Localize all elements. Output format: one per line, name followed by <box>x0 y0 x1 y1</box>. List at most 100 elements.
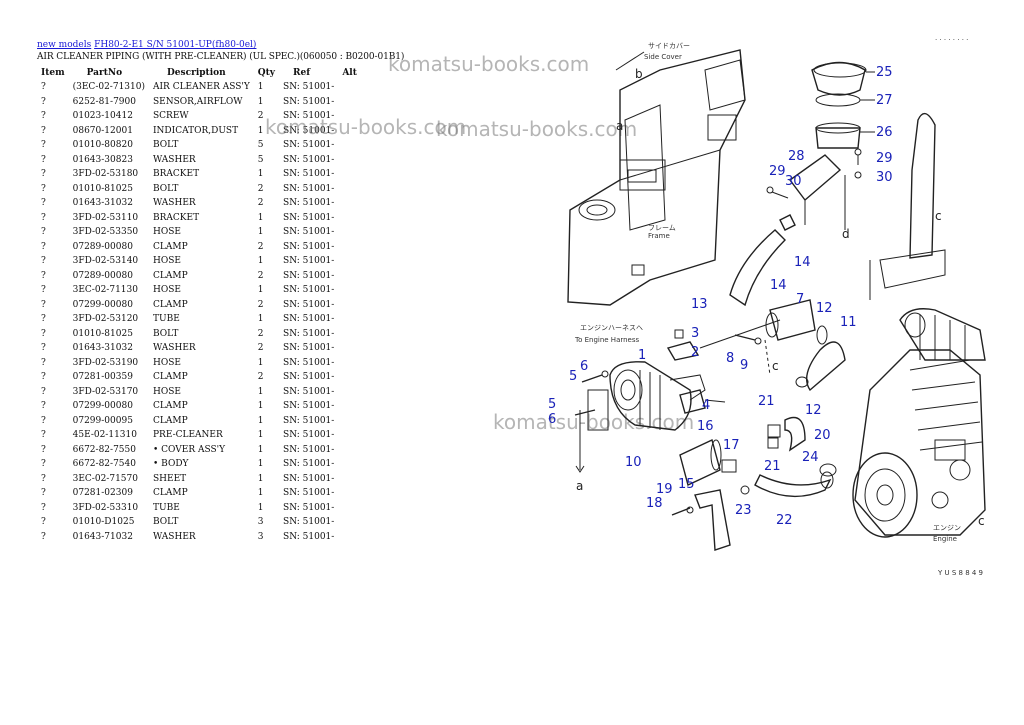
cell-description: WASHER <box>153 154 196 165</box>
cell-partno: 3FD-02-53110 <box>72 212 139 223</box>
callout-5a: 5 <box>569 369 577 384</box>
col-partno: PartNo <box>86 68 123 78</box>
cell-qty: 2 <box>257 198 264 209</box>
harness-label: To Engine Harness <box>574 336 640 344</box>
cell-alt <box>338 95 361 110</box>
breadcrumb: new models FH80-2-E1 S/N 51001-UP(fh80-0… <box>37 40 256 50</box>
cell-item: ? <box>41 270 46 281</box>
cell-qty: 2 <box>257 270 264 281</box>
ref-letter-a: a <box>616 119 623 133</box>
watermark: komatsu-books.com <box>436 117 638 141</box>
callout-29a: 29 <box>769 164 786 179</box>
frame-jp-label: フレーム <box>648 224 676 232</box>
cell-qty: 1 <box>257 82 264 93</box>
callout-6b: 6 <box>548 412 556 427</box>
cell-partno: 01010-D1025 <box>72 517 135 528</box>
cell-ref: SN: 51001- <box>283 125 335 136</box>
cell-qty: 1 <box>257 314 264 325</box>
cell-partno: 3FD-02-53190 <box>72 357 139 368</box>
cell-alt <box>338 283 361 298</box>
cell-alt <box>338 515 361 530</box>
cell-ref: SN: 51001- <box>283 241 335 252</box>
cell-partno: 07281-02309 <box>72 488 133 499</box>
cell-ref: SN: 51001- <box>283 473 335 484</box>
cell-qty: 5 <box>257 140 264 151</box>
cell-item: ? <box>41 314 46 325</box>
cell-description: CLAMP <box>153 241 188 252</box>
callout-14b: 14 <box>770 278 787 293</box>
cell-alt <box>338 298 361 313</box>
ref-letter-c3: c <box>978 514 985 528</box>
callout-2: 2 <box>691 345 699 360</box>
cell-alt <box>338 153 361 168</box>
callout-14a: 14 <box>794 255 811 270</box>
cell-ref: SN: 51001- <box>283 111 335 122</box>
cell-description: AIR CLEANER ASS'Y <box>153 82 250 93</box>
cell-alt <box>338 370 361 385</box>
cell-partno: 07299-00080 <box>72 299 133 310</box>
cell-qty: 1 <box>257 488 264 499</box>
cell-item: ? <box>41 183 46 194</box>
page-subtitle: AIR CLEANER PIPING (WITH PRE-CLEANER) (U… <box>37 52 405 62</box>
callout-29b: 29 <box>876 151 893 166</box>
breadcrumb-link-model[interactable]: FH80-2-E1 S/N 51001-UP(fh80-0el) <box>94 40 257 50</box>
cell-partno: 3FD-02-53310 <box>72 502 139 513</box>
cell-ref: SN: 51001- <box>283 444 335 455</box>
cell-description: TUBE <box>153 502 180 513</box>
cell-ref: SN: 51001- <box>283 386 335 397</box>
engine-jp-label: エンジン <box>933 524 961 532</box>
cell-alt <box>338 225 361 240</box>
ref-letter-b: b <box>635 67 643 81</box>
cell-item: ? <box>41 531 46 542</box>
callout-25: 25 <box>876 65 893 80</box>
side-cover-jp-label: サイドカバー <box>648 42 690 50</box>
cell-partno: 6672-82-7550 <box>72 444 136 455</box>
cell-ref: SN: 51001- <box>283 415 335 426</box>
pre-cleaner-stack <box>811 61 867 149</box>
cell-item: ? <box>41 241 46 252</box>
col-item: Item <box>41 68 65 78</box>
cell-item: ? <box>41 357 46 368</box>
cell-description: BRACKET <box>153 212 200 223</box>
harness-jp-label: エンジンハーネスへ <box>580 324 643 332</box>
cell-item: ? <box>41 328 46 339</box>
callout-12a: 12 <box>816 301 833 316</box>
cell-description: INDICATOR,DUST <box>153 125 239 136</box>
cell-description: WASHER <box>153 531 196 542</box>
cell-ref: SN: 51001- <box>283 256 335 267</box>
cell-alt <box>338 211 361 226</box>
cell-description: PRE-CLEANER <box>153 430 223 441</box>
callout-23: 23 <box>735 503 752 518</box>
cell-partno: 01643-30823 <box>72 154 133 165</box>
cell-partno: 01643-31032 <box>72 198 133 209</box>
cell-ref: SN: 51001- <box>283 96 335 107</box>
cell-item: ? <box>41 386 46 397</box>
cell-ref: SN: 51001- <box>283 270 335 281</box>
breadcrumb-link-new-models[interactable]: new models <box>37 40 92 50</box>
cell-qty: 1 <box>257 125 264 136</box>
cell-partno: 01010-81025 <box>72 183 133 194</box>
callout-11: 11 <box>840 315 857 330</box>
cell-alt <box>338 138 361 153</box>
cell-qty: 1 <box>257 256 264 267</box>
cell-alt <box>338 254 361 269</box>
cell-qty: 1 <box>257 401 264 412</box>
callout-24: 24 <box>802 450 819 465</box>
cell-qty: 2 <box>257 328 264 339</box>
cell-alt <box>338 167 361 182</box>
cell-partno: 01010-81025 <box>72 328 133 339</box>
